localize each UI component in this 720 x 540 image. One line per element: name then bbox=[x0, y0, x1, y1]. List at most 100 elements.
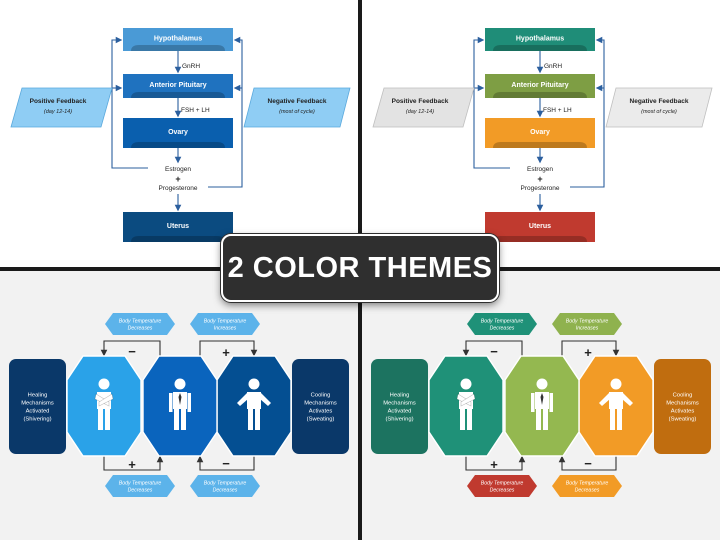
tag-top-left-line: Decreases bbox=[490, 326, 515, 332]
healing-mechanisms-box-line: Healing bbox=[390, 393, 410, 399]
person-sweating-icon bbox=[237, 378, 271, 430]
thermoregulation-diagram-blue: HealingMechanismsActivated(Shivering)Coo… bbox=[9, 313, 349, 497]
positive-feedback-shape bbox=[10, 87, 113, 128]
positive-loop-to-hypothalamus bbox=[111, 36, 148, 169]
ovary-node-label: Ovary bbox=[530, 129, 550, 136]
negative-feedback-shape bbox=[605, 87, 713, 128]
tag-bottom-right-line: Decreases bbox=[575, 488, 600, 494]
bottom-left-loop bbox=[103, 455, 164, 471]
person-head bbox=[460, 378, 472, 390]
tag-top-right-line: Increases bbox=[214, 326, 237, 332]
negative-loop-to-hypothalamus bbox=[570, 36, 605, 188]
person-right-leg bbox=[105, 409, 110, 430]
person-arm bbox=[169, 393, 173, 412]
bottom-right-loop bbox=[196, 455, 255, 471]
progesterone-label: Progesterone bbox=[520, 185, 559, 192]
cooling-mechanisms-box-line: (Sweating) bbox=[669, 417, 697, 423]
person-arm bbox=[260, 393, 271, 406]
tag-bottom-left-line: Body Temperature bbox=[119, 481, 162, 487]
fsh-lh-label: FSH + LH bbox=[543, 107, 572, 114]
top-right-sign: + bbox=[222, 345, 230, 360]
person-torso bbox=[609, 392, 623, 409]
anterior-pituitary-node-label: Anterior Pituitary bbox=[511, 82, 568, 89]
person-standing-icon bbox=[169, 378, 191, 430]
top-right-loop bbox=[199, 340, 258, 357]
ovary-node-tab bbox=[131, 142, 225, 148]
hypothalamus-node-label: Hypothalamus bbox=[154, 36, 202, 43]
tag-top-left-shape bbox=[467, 313, 537, 335]
negative-feedback-shape bbox=[243, 87, 351, 128]
hypothalamus-node-box bbox=[123, 28, 233, 51]
person-arm bbox=[599, 393, 610, 406]
person-tie bbox=[178, 393, 182, 405]
negative-feedback-subtitle: (most of cycle) bbox=[279, 109, 315, 115]
person-torso bbox=[247, 392, 261, 409]
top-left-loop bbox=[100, 340, 161, 357]
negative-feedback-box: Negative Feedback (most of cycle) bbox=[243, 87, 351, 128]
person-left-leg bbox=[536, 409, 541, 430]
healing-mechanisms-box-line: Activated bbox=[388, 409, 412, 415]
positive-feedback-box: Positive Feedback(day 12-14) bbox=[372, 87, 475, 128]
person-sweating-icon bbox=[599, 378, 633, 430]
cooling-mechanisms-box-line: Cooling bbox=[311, 393, 331, 399]
healing-mechanisms-box-shape bbox=[9, 359, 66, 454]
healing-mechanisms-box-line: (Shivering) bbox=[23, 417, 51, 423]
uterus-node-label: Uterus bbox=[529, 223, 551, 230]
person-left-leg bbox=[174, 409, 179, 430]
tag-bottom-left-line: Decreases bbox=[128, 488, 153, 494]
person-arm bbox=[237, 393, 248, 406]
bottom-right-loop bbox=[558, 455, 617, 471]
estrogen-label: Estrogen bbox=[527, 166, 553, 173]
person-right-leg bbox=[543, 409, 548, 430]
bottom-right-sign: − bbox=[222, 456, 230, 471]
cooling-mechanisms-box-line: (Sweating) bbox=[307, 417, 335, 423]
tag-bottom-right-shape bbox=[190, 475, 260, 497]
person-left-leg bbox=[248, 409, 253, 430]
person-head bbox=[174, 378, 186, 390]
healing-mechanisms-box-line: Mechanisms bbox=[383, 401, 416, 407]
cooling-mechanisms-box-line: Mechanisms bbox=[304, 401, 337, 407]
person-head bbox=[98, 378, 110, 390]
cooling-mechanisms-box-line: Cooling bbox=[673, 393, 693, 399]
estrogen-label: Estrogen bbox=[165, 166, 191, 173]
negative-feedback-title: Negative Feedback bbox=[630, 98, 689, 105]
tag-top-left-shape bbox=[105, 313, 175, 335]
healing-mechanisms-box-line: Mechanisms bbox=[21, 401, 54, 407]
anterior-pituitary-node: Anterior Pituitary bbox=[485, 74, 595, 98]
bottom-right-sign: − bbox=[584, 456, 592, 471]
person-shivering-icon bbox=[94, 378, 114, 430]
uterus-node-box bbox=[485, 212, 595, 242]
anterior-pituitary-node-tab bbox=[493, 92, 587, 98]
person-right-leg bbox=[467, 409, 472, 430]
thermoregulation-diagram-multicolor: HealingMechanismsActivated(Shivering)Coo… bbox=[371, 313, 711, 497]
person-left-leg bbox=[98, 409, 103, 430]
negative-feedback-box: Negative Feedback(most of cycle) bbox=[605, 87, 713, 128]
tag-top-right-line: Body Temperature bbox=[566, 319, 609, 325]
bottom-left-loop bbox=[465, 455, 526, 471]
tag-top-right-shape bbox=[552, 313, 622, 335]
anterior-pituitary-node: Anterior Pituitary bbox=[123, 74, 233, 98]
plus-sign: + bbox=[175, 174, 180, 184]
gnrh-label: GnRH bbox=[182, 63, 200, 70]
person-arm bbox=[531, 393, 535, 412]
hypothalamus-node-box bbox=[485, 28, 595, 51]
uterus-node-label: Uterus bbox=[167, 223, 189, 230]
anterior-pituitary-node-tab bbox=[131, 92, 225, 98]
ovary-node-tab bbox=[493, 142, 587, 148]
bottom-left-sign: + bbox=[490, 457, 498, 472]
tag-top-right-line: Body Temperature bbox=[204, 319, 247, 325]
anterior-pituitary-node-box bbox=[485, 74, 595, 98]
top-left-sign: − bbox=[490, 344, 498, 359]
progesterone-label: Progesterone bbox=[158, 185, 197, 192]
negative-feedback-title: Negative Feedback bbox=[268, 98, 327, 105]
top-right-sign: + bbox=[584, 345, 592, 360]
tag-bottom-left-shape bbox=[105, 475, 175, 497]
